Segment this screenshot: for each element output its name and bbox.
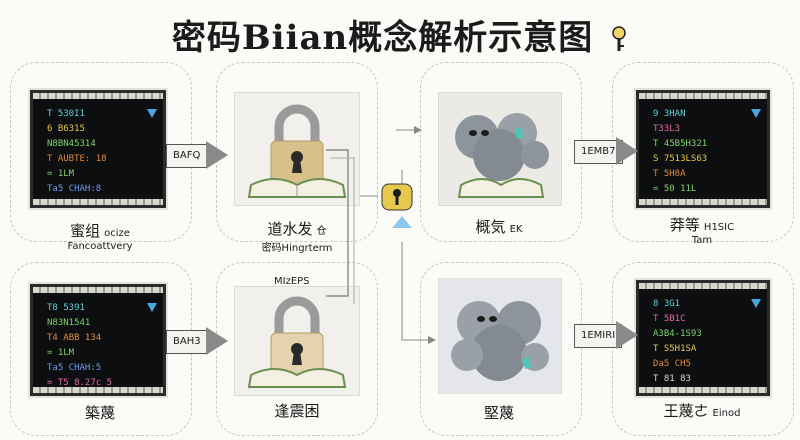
code-line: T S5H1SA bbox=[653, 344, 697, 354]
rock-creature-icon bbox=[455, 113, 549, 198]
code-line: T 5H8A bbox=[653, 169, 686, 179]
code-line: = 1LM bbox=[47, 169, 75, 179]
code-line: T 45B5H321 bbox=[653, 139, 708, 149]
arrow-right-icon bbox=[616, 321, 638, 349]
terminal-panel-top-left: T 530I1 6 B6315 N8BN45314 T AUBTE: 18 = … bbox=[30, 90, 166, 208]
code-line: N83N1541 bbox=[47, 318, 91, 328]
rock-creature-icon bbox=[451, 301, 549, 381]
arrow-right-icon bbox=[616, 137, 638, 165]
key-icon bbox=[612, 26, 626, 51]
arrow-label-top-right: 1EMB7 bbox=[574, 140, 623, 164]
code-line: = 50 11L bbox=[653, 184, 697, 194]
code-line: Da5 CH5 bbox=[653, 359, 691, 369]
code-line: 8 3G1 bbox=[653, 299, 681, 309]
code-line: = T5 8.27c 5 bbox=[47, 378, 113, 388]
padlock-book-image-bottom bbox=[234, 286, 360, 396]
rock-creature-image-bottom bbox=[438, 278, 562, 394]
code-line: T 530I1 bbox=[47, 109, 85, 119]
arrow-label-bottom-left: BAH3 bbox=[166, 330, 208, 354]
code-line: = 1LM bbox=[47, 348, 75, 358]
code-line: T AUBTE: 18 bbox=[47, 154, 107, 164]
code-line: Ta5 CHAH:5 bbox=[47, 363, 102, 373]
triangle-marker-icon bbox=[147, 303, 157, 312]
sketch-frame bbox=[420, 262, 582, 436]
arrow-right-icon bbox=[206, 141, 228, 169]
code-line: T33L3 bbox=[653, 124, 681, 134]
terminal-panel-bottom-left: T8 5391 N83N1541 T4 ABB 134 = 1LM Ta5 CH… bbox=[30, 284, 166, 396]
padlock-icon bbox=[247, 104, 347, 198]
center-note: MIzEPS bbox=[274, 276, 310, 287]
triangle-marker-icon bbox=[751, 299, 761, 308]
code-line: N8BN45314 bbox=[47, 139, 96, 149]
padlock-icon bbox=[247, 296, 347, 388]
rock-creature-image-top bbox=[438, 92, 562, 206]
code-line: Ta5 CHAH:8 bbox=[47, 184, 102, 194]
sketch-frame bbox=[612, 262, 794, 436]
code-line: A3B4-1S93 bbox=[653, 329, 702, 339]
terminal-panel-bottom-right: 8 3G1 T 5B1C A3B4-1S93 T S5H1SA Da5 CH5 … bbox=[636, 280, 770, 396]
triangle-marker-icon bbox=[751, 109, 761, 118]
caption-lock-top: 道水发仓 密码Hingrterm bbox=[261, 220, 333, 254]
caption-rock-bottom: 堅蔑 bbox=[483, 404, 514, 422]
code-line: S 7513LS63 bbox=[653, 154, 708, 164]
arrow-right-icon bbox=[206, 327, 228, 355]
code-line: T 5B1C bbox=[653, 314, 686, 324]
code-line: 6 B6315 bbox=[47, 124, 85, 134]
code-line: T8 5391 bbox=[47, 303, 85, 313]
padlock-book-image-top bbox=[234, 92, 360, 206]
caption-bottom-left: 築蔑 bbox=[84, 404, 115, 422]
code-line: T 81 83 bbox=[653, 374, 691, 384]
caption-lock-bottom: 逢震困 bbox=[274, 402, 320, 420]
page-title: 密码Biian概念解析示意图 bbox=[0, 10, 800, 59]
terminal-panel-top-right: 9 3HAN T33L3 T 45B5H321 S 7513LS63 T 5H8… bbox=[636, 90, 770, 208]
arrow-label-top-left: BAFQ bbox=[166, 144, 208, 168]
code-line: T4 ABB 134 bbox=[47, 333, 102, 343]
center-key-icon bbox=[380, 182, 414, 212]
code-line: 9 3HAN bbox=[653, 109, 686, 119]
triangle-marker-icon bbox=[147, 109, 157, 118]
arrow-label-bottom-right: 1EMIRI bbox=[574, 324, 623, 348]
